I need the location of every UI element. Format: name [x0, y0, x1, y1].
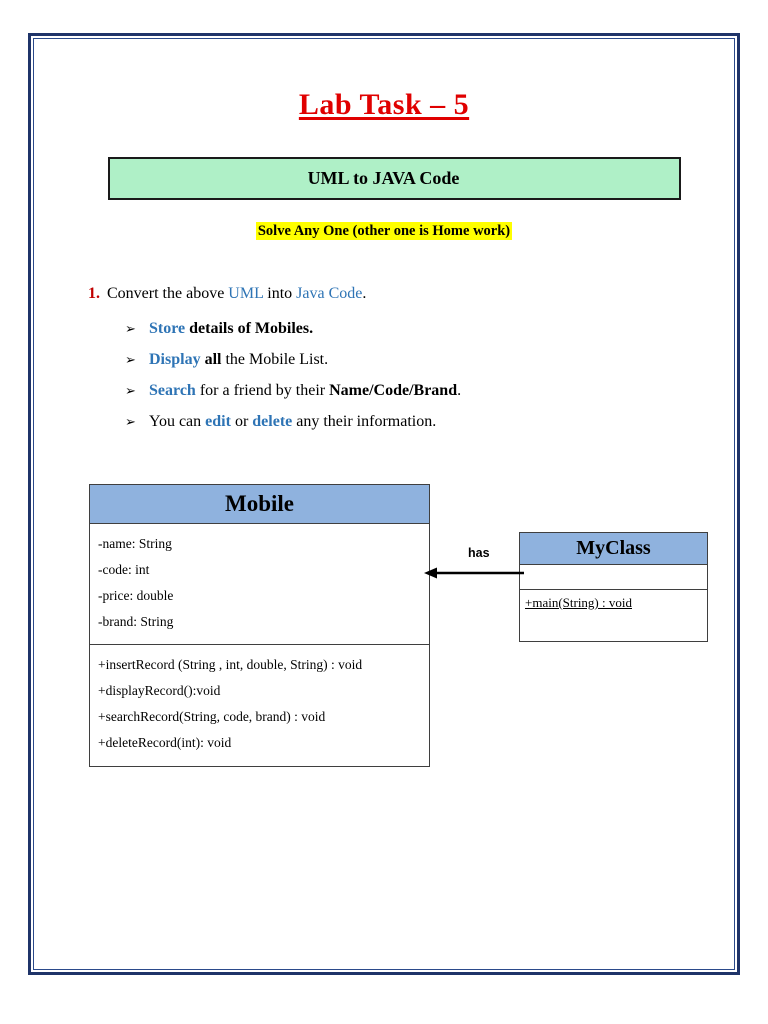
requirement-item: ➢ You can edit or delete any their inform…	[125, 413, 685, 444]
uml-class-myclass: MyClass +main(String) : void	[519, 532, 708, 642]
uml-association-label: has	[468, 546, 490, 560]
uml-attribute: -code: int	[98, 562, 150, 577]
uml-attribute: -price: double	[98, 588, 174, 603]
uml-attribute: -brand: String	[98, 614, 174, 629]
requirement-item: ➢ Search for a friend by their Name/Code/…	[125, 382, 685, 413]
page-border-outer	[28, 33, 740, 975]
bullet-arrow-icon: ➢	[125, 353, 136, 368]
uml-association: has	[424, 546, 524, 592]
bullet-arrow-icon: ➢	[125, 384, 136, 399]
section-banner: UML to JAVA Code	[108, 157, 681, 200]
requirement-item-label: Search for a friend by their Name/Code/B…	[149, 382, 462, 399]
uml-attribute: -name: String	[98, 536, 172, 551]
uml-class-myclass-name: MyClass	[576, 537, 651, 559]
uml-class-myclass-header: MyClass	[520, 533, 707, 565]
uml-method: +insertRecord (String , int, double, Str…	[98, 657, 363, 672]
uml-method: +displayRecord():void	[98, 683, 221, 698]
requirement-item-label: Store details of Mobiles.	[149, 320, 314, 337]
uml-method: +deleteRecord(int): void	[98, 735, 232, 750]
task-keyword-uml: UML	[228, 285, 264, 302]
uml-class-mobile-attributes: -name: String -code: int -price: double -br…	[90, 524, 429, 645]
requirement-item-label: Display all the Mobile List.	[149, 351, 329, 368]
requirement-item: ➢ Store details of Mobiles.	[125, 320, 685, 351]
association-arrow-icon	[424, 567, 524, 579]
requirement-item-label: You can edit or delete any their informa…	[149, 413, 437, 430]
uml-method: +searchRecord(String, code, brand) : voi…	[98, 709, 326, 724]
instruction-note-text: Solve Any One (other one is Home work)	[255, 222, 513, 240]
requirements-list: ➢ Store details of Mobiles. ➢ Display all t…	[125, 320, 685, 444]
banner-label: UML to JAVA Code	[307, 168, 460, 188]
page-title: Lab Task – 5	[298, 88, 470, 121]
bullet-arrow-icon: ➢	[125, 322, 136, 337]
uml-class-mobile-name: Mobile	[225, 491, 294, 516]
uml-class-mobile: Mobile -name: String -code: int -price: do…	[89, 484, 430, 767]
uml-method-main: +main(String) : void	[525, 595, 632, 610]
task-list-item: 1. Convert the above UML into Java Code.	[88, 284, 366, 304]
uml-class-myclass-attributes	[520, 565, 707, 590]
task-text-middle: into	[263, 285, 297, 302]
task-text-before: Convert the above	[107, 285, 229, 302]
instruction-note: Solve Any One (other one is Home work)	[0, 222, 768, 240]
uml-class-mobile-methods: +insertRecord (String , int, double, Str…	[90, 645, 429, 766]
requirement-item: ➢ Display all the Mobile List.	[125, 351, 685, 382]
page-border-inner	[33, 38, 735, 970]
task-text-after: .	[362, 285, 367, 302]
uml-class-myclass-methods: +main(String) : void	[520, 590, 707, 641]
bullet-arrow-icon: ➢	[125, 415, 136, 430]
task-keyword-java: Java Code	[296, 285, 363, 302]
task-number: 1.	[88, 285, 100, 302]
uml-class-mobile-header: Mobile	[90, 485, 429, 524]
